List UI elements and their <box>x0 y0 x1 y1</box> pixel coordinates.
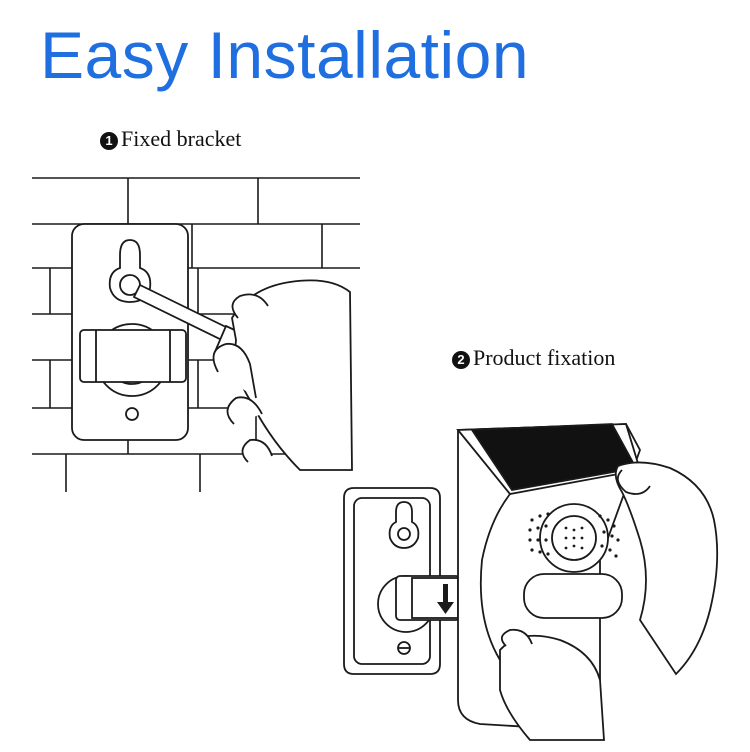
page-title: Easy Installation <box>40 18 530 92</box>
step-1-label: Fixed bracket <box>121 126 242 151</box>
hand-holding-camera-bottom <box>499 628 605 741</box>
step-2-number-badge: 2 <box>452 351 470 369</box>
speaker-holes <box>528 512 620 558</box>
hand-pressing-camera <box>614 461 719 676</box>
solar-camera-body <box>456 423 642 731</box>
hand-holding-screwdriver <box>212 279 353 471</box>
bracket-side-view <box>343 487 461 675</box>
step-1-number-badge: 1 <box>100 132 118 150</box>
step-2-label: Product fixation <box>473 345 616 370</box>
down-arrow-icon <box>437 584 454 614</box>
